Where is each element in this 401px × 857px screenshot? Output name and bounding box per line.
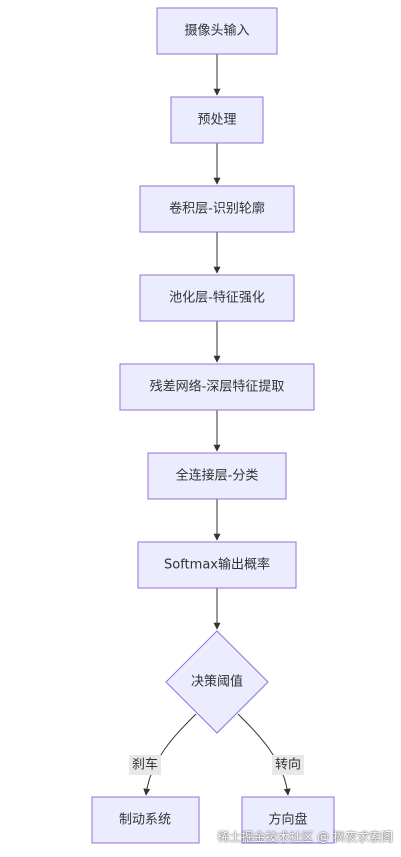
- edge-label-brake: 刹车: [129, 755, 161, 775]
- node-softmax: Softmax输出概率: [137, 541, 297, 589]
- edge-label-steer: 转向: [272, 755, 304, 775]
- edge-decision-to-brake: [143, 713, 197, 796]
- node-residual-net: 残差网络-深层特征提取: [119, 363, 315, 411]
- node-pool-layer-label: 池化层-特征强化: [169, 291, 265, 306]
- node-decision: 决策阈值: [165, 630, 269, 734]
- node-decision-label: 决策阈值: [191, 674, 243, 690]
- node-brake-system-label: 制动系统: [119, 813, 171, 828]
- node-fc-layer-label: 全连接层-分类: [176, 468, 259, 484]
- node-conv-layer: 卷积层-识别轮廓: [139, 185, 295, 233]
- node-brake-system: 制动系统: [91, 796, 200, 844]
- node-steering-wheel-label: 方向盘: [268, 812, 307, 828]
- node-preprocess-label: 预处理: [197, 113, 236, 128]
- edge-decision-to-steering: [237, 713, 291, 796]
- edge-label-brake-text: 刹车: [132, 757, 158, 773]
- node-conv-layer-label: 卷积层-识别轮廓: [169, 201, 265, 217]
- node-residual-net-label: 残差网络-深层特征提取: [150, 379, 285, 395]
- edge-label-steer-text: 转向: [275, 757, 301, 773]
- watermark: 稀土掘金技术社区 @ 枫夜求索阁: [217, 830, 393, 844]
- node-pool-layer: 池化层-特征强化: [139, 274, 295, 322]
- node-steering-wheel: 方向盘: [241, 796, 335, 844]
- node-preprocess: 预处理: [170, 96, 264, 144]
- node-camera-input-label: 摄像头输入: [184, 23, 249, 39]
- node-softmax-label: Softmax输出概率: [164, 557, 270, 573]
- node-camera-input: 摄像头输入: [156, 7, 278, 55]
- node-fc-layer: 全连接层-分类: [147, 452, 287, 500]
